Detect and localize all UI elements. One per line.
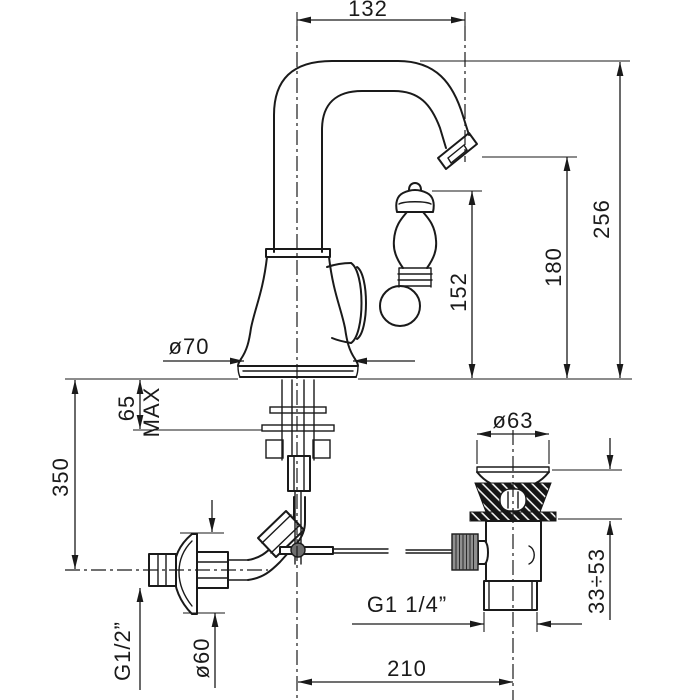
- dim-label-handle-height: 152: [446, 272, 471, 312]
- dim-label-waste-flange-diameter: ø63: [493, 408, 534, 433]
- dimension-labels: 132 256 180 152 ø70 65 MAX 350 ø63 33÷53…: [48, 0, 614, 681]
- dim-label-waste-clamp-range: 33÷53: [584, 548, 609, 614]
- centerlines: [65, 12, 514, 700]
- dim-label-spout-outlet-height: 180: [541, 247, 566, 287]
- dim-label-waste-thread: G1 1/4”: [367, 592, 447, 617]
- dim-label-overall-height: 256: [589, 199, 614, 239]
- handle-boss: [326, 262, 352, 344]
- wall-escutcheon: [173, 533, 198, 615]
- faucet-body-base: [237, 248, 359, 378]
- faucet-spout: [273, 60, 478, 253]
- handle-knob: [395, 189, 435, 213]
- faucet-handle: [326, 182, 438, 344]
- rod-pivot-ball: [290, 542, 306, 558]
- dimension-lines: [71, 16, 624, 690]
- rod-cross-bar: [279, 546, 334, 555]
- aerator-screen: [447, 143, 468, 165]
- mounting-hardware: [261, 379, 335, 492]
- supply-connection: [148, 496, 306, 615]
- handle-ball-joint: [379, 285, 421, 327]
- dim-label-deck-max-suffix: MAX: [139, 387, 164, 438]
- dim-label-base-diameter: ø70: [169, 334, 210, 359]
- waste-assembly: [451, 466, 557, 611]
- body-collar: [265, 248, 331, 258]
- waste-tailpiece: [483, 580, 538, 611]
- clamp-lug-right: [312, 439, 331, 459]
- pop-up-rod-linkage: [279, 490, 453, 565]
- dim-label-spout-reach: 132: [348, 0, 388, 21]
- handle-lever: [392, 211, 408, 269]
- dim-label-deck-max: 65: [114, 395, 139, 421]
- dim-label-escutcheon-diameter: ø60: [189, 638, 214, 679]
- clamp-lug-left: [265, 439, 284, 459]
- washer-plate-lower: [261, 424, 335, 432]
- aerator-tip: [437, 132, 478, 170]
- rod-clamp-collar: [477, 540, 489, 565]
- washer-plate-upper: [269, 406, 327, 414]
- dim-label-centre-distance: 210: [387, 656, 427, 681]
- handle-ribbed-collar: [397, 267, 433, 288]
- dim-label-inlet-drop: 350: [48, 457, 73, 497]
- dim-label-inlet-thread: G1/2”: [110, 621, 135, 681]
- mounting-nut: [287, 455, 311, 492]
